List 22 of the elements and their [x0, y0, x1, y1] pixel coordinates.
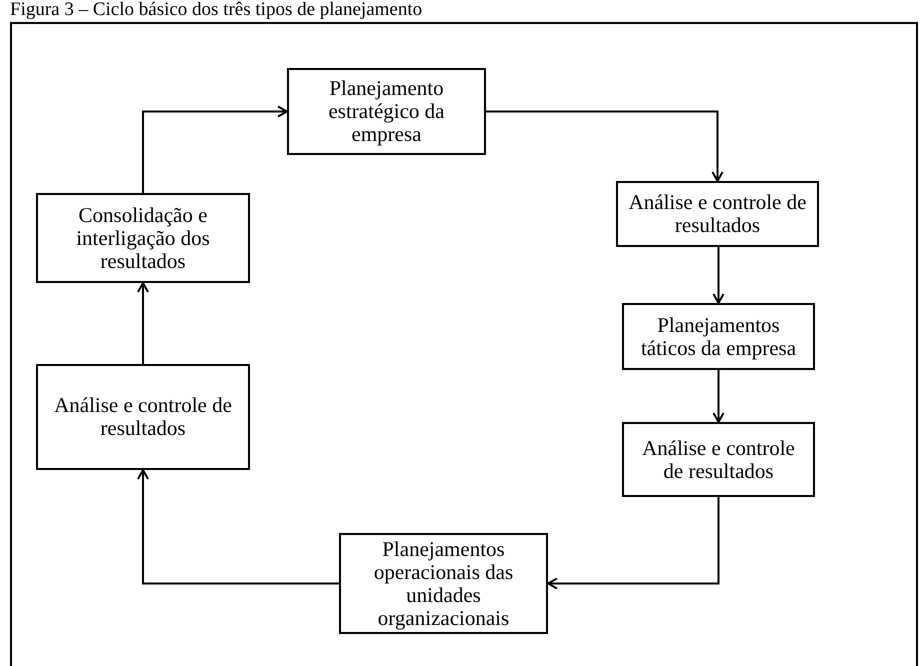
arrow	[137, 282, 149, 364]
figure-title: Figura 3 – Ciclo básico dos três tipos de planejamento	[10, 0, 422, 20]
arrow	[712, 247, 724, 304]
process-box	[622, 422, 815, 497]
arrow	[547, 497, 720, 590]
box-label: Análise e controle de resultados	[628, 191, 808, 237]
box-label: Planejamentos operacionais das unidades organizacionais	[372, 538, 514, 630]
arrow	[712, 370, 724, 423]
box-label: Planejamentos táticos da empresa	[640, 314, 798, 360]
arrow	[486, 110, 724, 182]
arrow	[137, 469, 339, 584]
process-box	[339, 533, 548, 634]
arrow	[142, 106, 288, 193]
process-box	[36, 193, 250, 283]
process-box	[36, 364, 250, 470]
box-label: Análise e controle de resultados	[53, 394, 233, 440]
box-label: Planejamento estratégico da empresa	[327, 77, 446, 146]
process-box	[622, 303, 815, 370]
process-box	[287, 68, 486, 155]
box-label: Análise e controle de resultados	[641, 436, 796, 482]
process-box	[616, 181, 819, 247]
box-label: Consolidação e interligação dos resultados	[75, 204, 211, 272]
